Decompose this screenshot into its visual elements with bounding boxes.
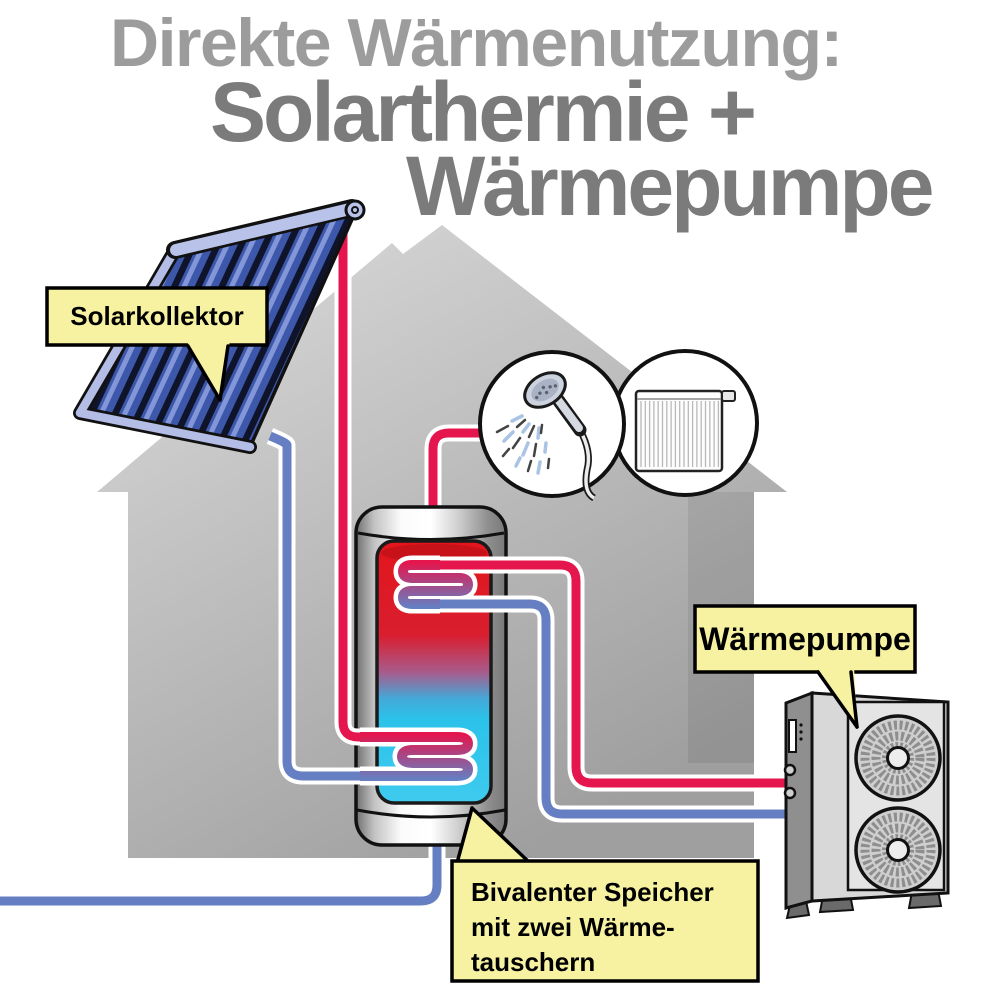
- radiator-circle: [611, 349, 759, 497]
- heat-pump-control-display: [788, 719, 797, 753]
- radiator-icon: [634, 389, 736, 473]
- callout-heat-pump: [693, 604, 917, 729]
- storage-label-line-2: mit zwei Wärme-: [471, 912, 675, 942]
- shower-head-icon: [495, 371, 596, 502]
- storage-tank-label: Bivalenter Speicher mit zwei Wärme- taus…: [452, 861, 758, 981]
- lower-heat-exchanger-coil: [360, 732, 473, 781]
- storage-label-line-1: Bivalenter Speicher: [471, 877, 714, 907]
- solar-collector-label: Solarkollektor: [70, 301, 244, 331]
- title-line-2: Solarthermie +: [210, 65, 757, 159]
- shower-circle: [478, 350, 626, 502]
- shower-spray: [495, 414, 551, 475]
- storage-label-line-3: tauschern: [471, 947, 596, 977]
- title-line-1: Direkte Wärmenutzung:: [110, 5, 843, 81]
- radiator-valve: [721, 390, 736, 402]
- cold-water-inlet-pipe: [0, 845, 446, 910]
- solar-hot-pipe: [338, 228, 372, 742]
- heat-pump-pipe-connection-hot: [783, 763, 797, 777]
- fan-icon-top: [854, 714, 942, 802]
- heat-pump-pipe-connection-cold: [783, 786, 797, 800]
- heat-pump-return-pipe: [440, 599, 792, 819]
- upper-heat-exchanger-coil: [398, 560, 473, 609]
- callout-storage-tank: [450, 806, 760, 983]
- callout-solar-collector: [45, 286, 269, 402]
- solar-collector-header-tube: [170, 203, 356, 256]
- title-line-3: Wärmepumpe: [406, 139, 934, 233]
- heat-pump-label: Wärmepumpe: [699, 620, 911, 657]
- shower-hose: [578, 429, 595, 500]
- heat-pump-loop-pipes: [393, 555, 792, 823]
- heat-pump-hot-pipe: [440, 560, 792, 788]
- solar-loop-pipes: [266, 228, 478, 786]
- tank-bottom-rim: [356, 808, 506, 819]
- fan-icon-bottom: [854, 806, 942, 894]
- hot-water-supply-pipe: [424, 424, 500, 509]
- heat-pump-icon: [783, 690, 950, 920]
- solar-return-pipe: [268, 431, 372, 781]
